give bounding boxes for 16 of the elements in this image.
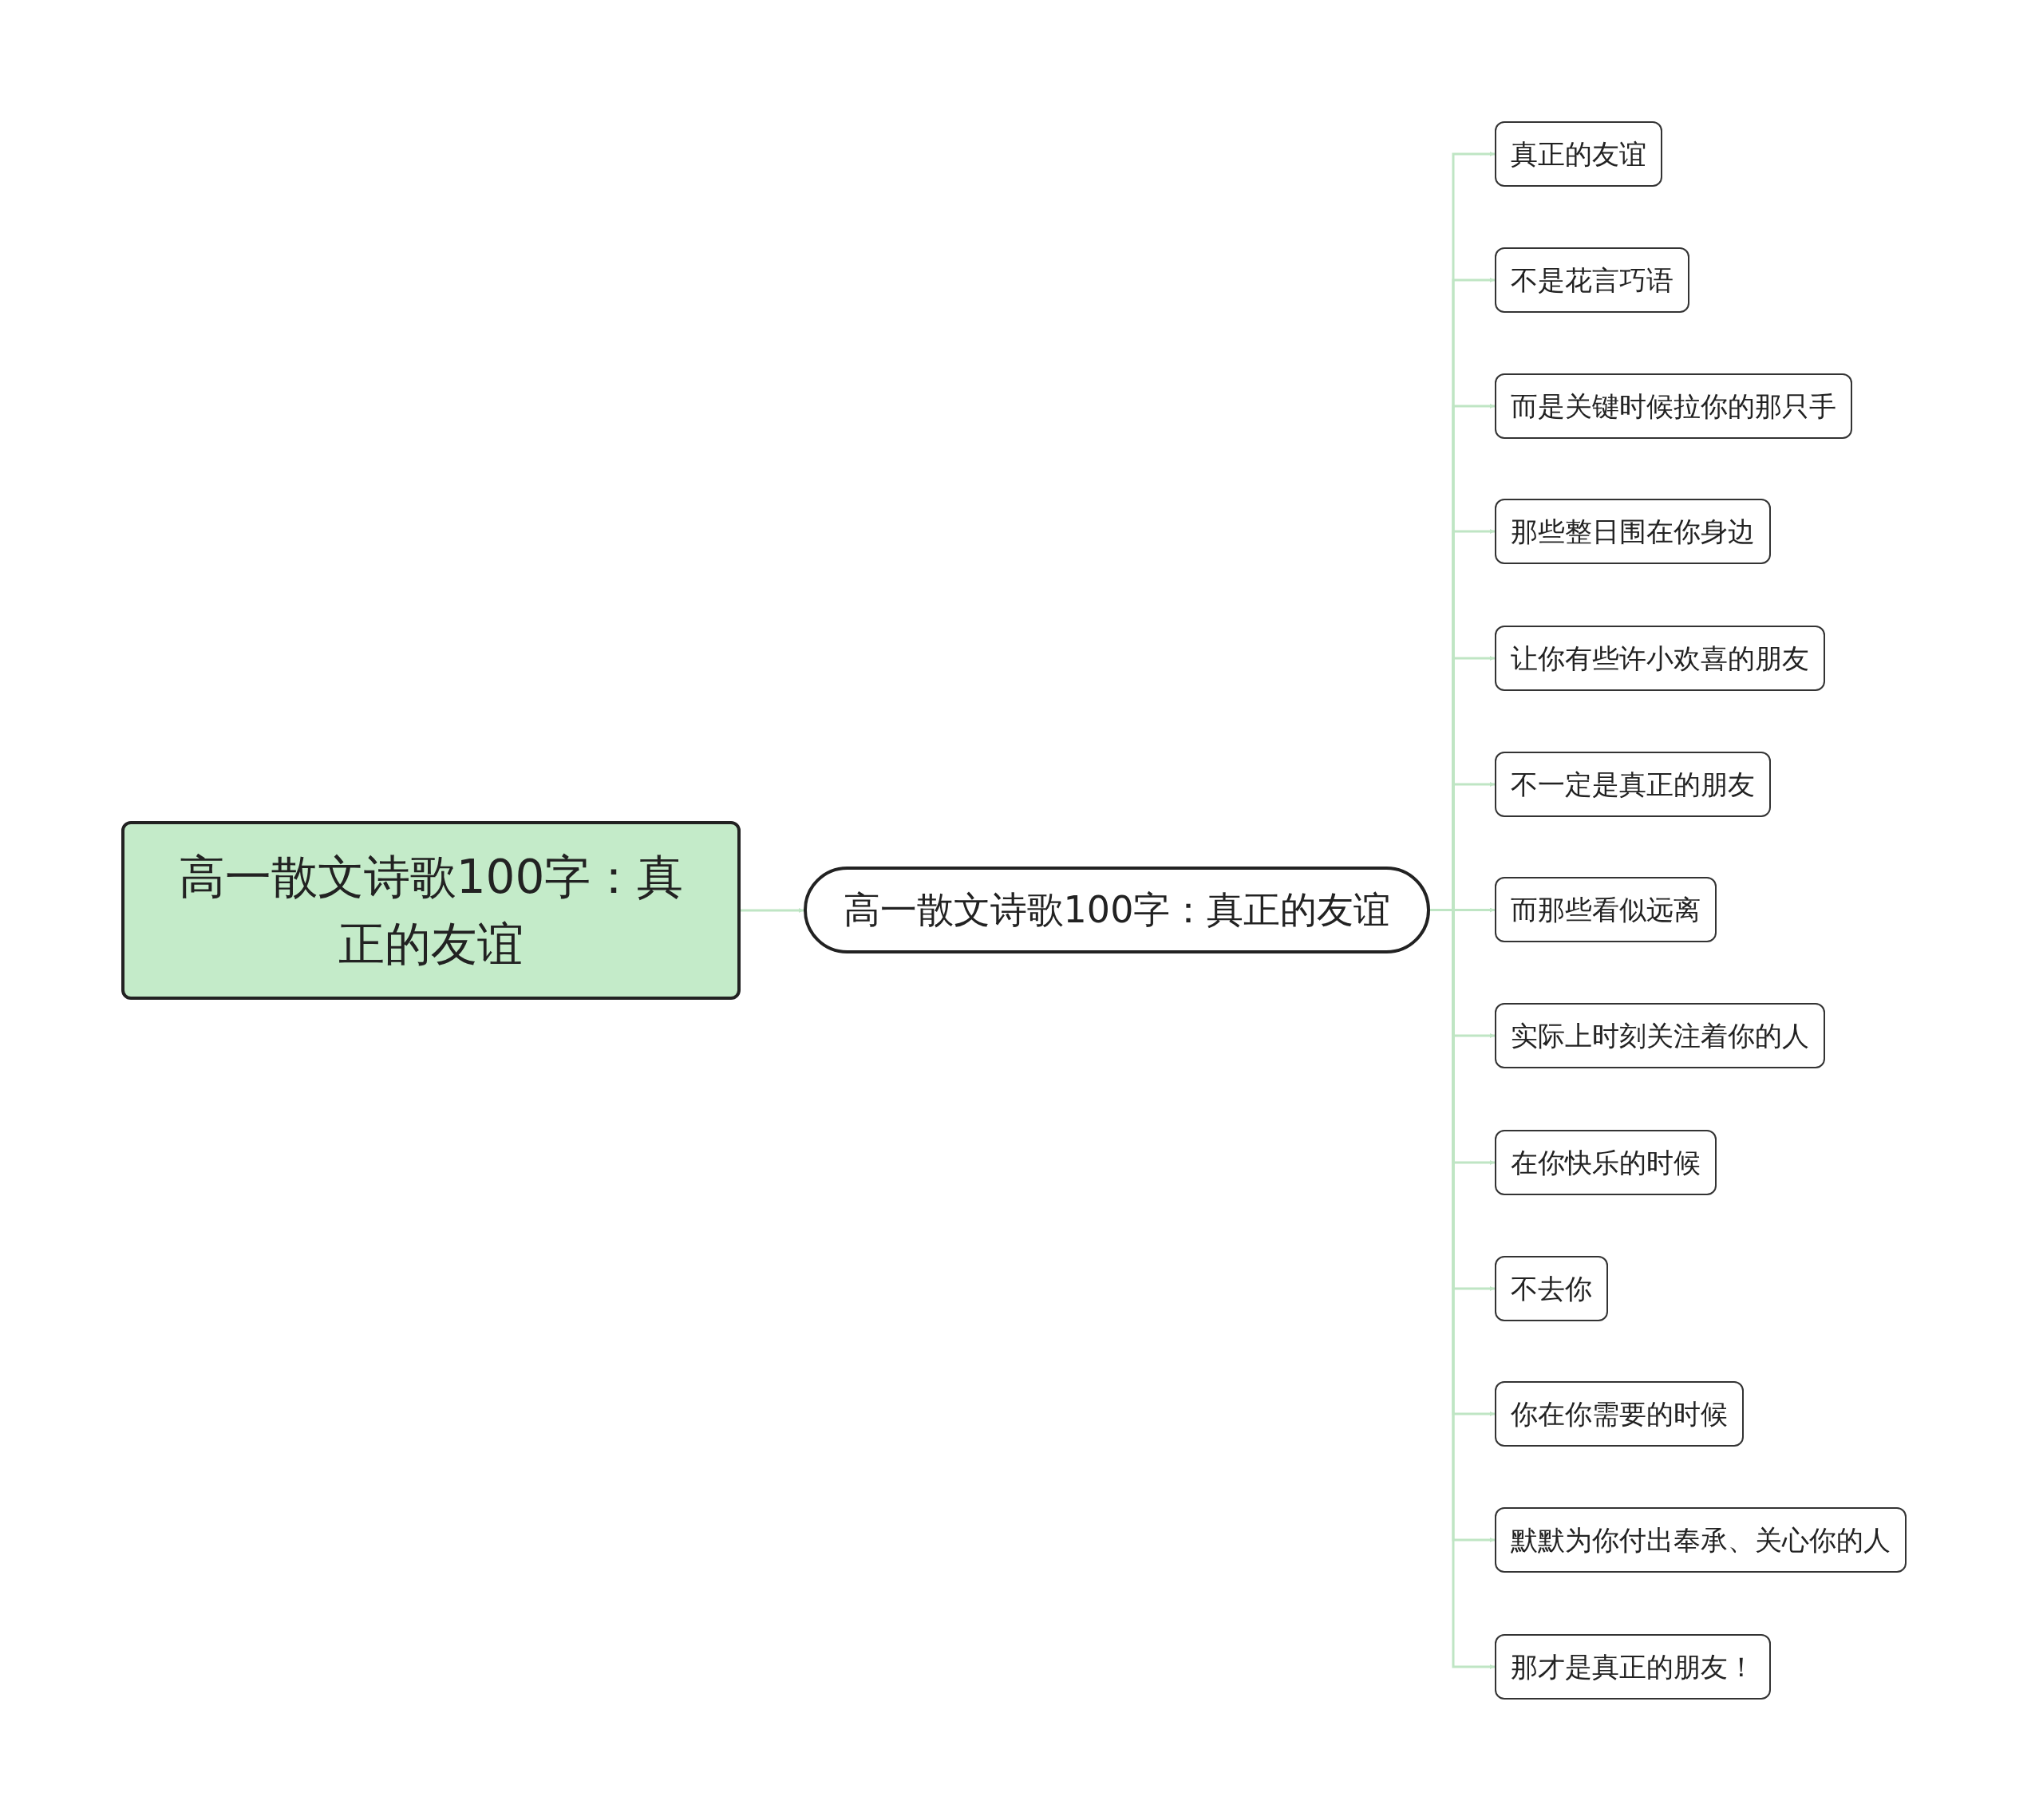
subtopic-box: 而是关键时候拉你的那只手 [1495, 373, 1852, 439]
connector-arrow [741, 908, 804, 913]
subtopic-box: 默默为你付出奉承、关心你的人 [1495, 1507, 1907, 1573]
subtopic-box: 不一定是真正的朋友 [1495, 752, 1771, 817]
topic-pill: 高一散文诗歌100字：真正的友谊 [804, 867, 1430, 953]
subtopic-box: 实际上时刻关注着你的人 [1495, 1003, 1825, 1068]
subtopic-box: 不去你 [1495, 1256, 1608, 1321]
subtopic-box: 不是花言巧语 [1495, 247, 1689, 313]
topic-box: 高一散文诗歌100字：真正的友谊 [121, 821, 741, 1000]
subtopic-box: 你在你需要的时候 [1495, 1381, 1744, 1447]
subtopic-box: 真正的友谊 [1495, 121, 1662, 187]
subtopic-box: 让你有些许小欢喜的朋友 [1495, 626, 1825, 691]
subtopic-box: 在你快乐的时候 [1495, 1130, 1717, 1195]
subtopic-box: 那才是真正的朋友！ [1495, 1634, 1771, 1700]
subtopic-box: 而那些看似远离 [1495, 877, 1717, 942]
subtopic-box: 那些整日围在你身边 [1495, 499, 1771, 564]
